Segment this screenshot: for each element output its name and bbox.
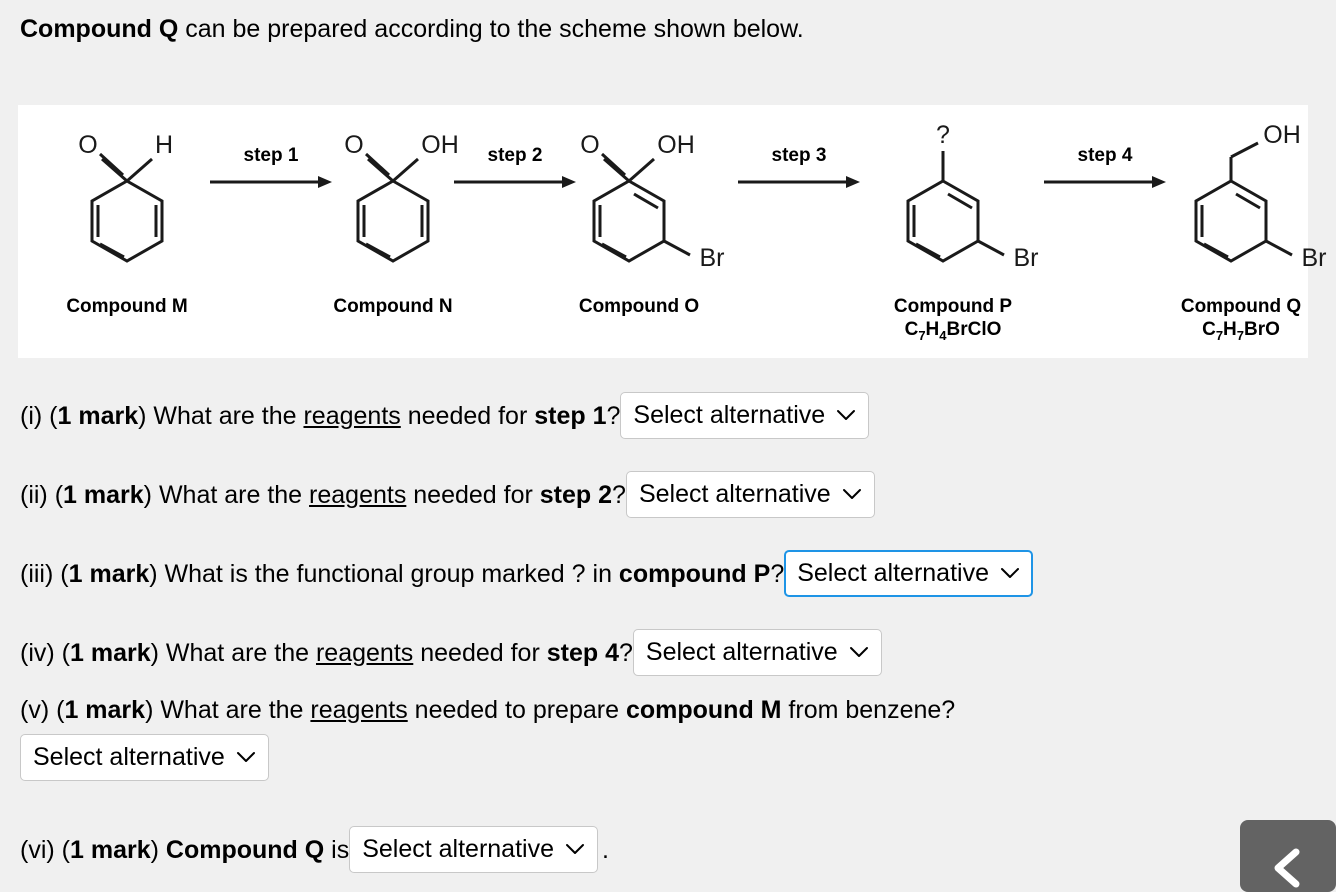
bold-reference: step 1: [534, 401, 607, 430]
select-value: Select alternative: [633, 401, 826, 429]
compound-label: Compound O: [578, 296, 700, 317]
select-alternative-v[interactable]: Select alternative: [20, 734, 269, 781]
question-v: (v) (1 mark) What are the reagents neede…: [20, 695, 955, 781]
bold-reference: step 2: [539, 480, 613, 509]
question-marks: 1 mark: [70, 638, 151, 667]
bold-reference: Compound Q: [165, 835, 325, 864]
atom-label-bromine: Br: [1302, 244, 1327, 272]
question-text: (iii) (1 mark) What is the functional gr…: [20, 559, 785, 588]
step-2: step 2: [450, 145, 580, 195]
question-number: (iv): [20, 638, 55, 667]
question-number: (ii): [20, 480, 48, 509]
question-text: (iv) (1 mark) What are the reagents need…: [20, 638, 633, 667]
prompt-bold-lead: Compound Q: [20, 15, 179, 43]
compound-N: O OH Compound N: [298, 113, 488, 318]
select-value: Select alternative: [362, 835, 554, 863]
structure-unknown-marked: ? Br: [906, 121, 1039, 272]
step-label: step 3: [771, 145, 827, 166]
step-label: step 4: [1077, 145, 1133, 166]
question-marks: 1 mark: [57, 401, 139, 430]
structure-benzaldehyde: O H: [78, 131, 173, 263]
structure-benzoic-acid: O OH: [344, 131, 459, 263]
question-marks: 1 mark: [63, 480, 144, 509]
question-number: (i): [20, 401, 43, 430]
page-title: Compound Q can be prepared according to …: [20, 14, 804, 44]
select-value: Select alternative: [797, 559, 989, 587]
chevron-left-icon: [1274, 848, 1300, 888]
arrow-right-icon: [1044, 176, 1166, 188]
chevron-down-icon: [1000, 567, 1020, 580]
question-i: (i) (1 mark) What are the reagents neede…: [20, 392, 870, 439]
question-iii: (iii) (1 mark) What is the functional gr…: [20, 550, 1033, 597]
prompt-rest: can be prepared according to the scheme …: [178, 15, 804, 43]
atom-label-bromine: Br: [700, 244, 725, 272]
atom-label-oxygen: O: [344, 131, 363, 159]
compound-label: Compound P: [893, 296, 1013, 317]
compound-label: Compound M: [66, 296, 188, 317]
select-alternative-i[interactable]: Select alternative: [620, 392, 870, 439]
underlined-term: reagents: [310, 696, 408, 724]
atom-label-hydroxyl: OH: [421, 131, 459, 159]
question-text: (i) (1 mark) What are the reagents neede…: [20, 401, 621, 430]
reaction-scheme-image: O H Compound M step 1: [18, 105, 1327, 358]
underlined-term: reagents: [303, 401, 401, 430]
compound-label: Compound Q: [1180, 296, 1302, 317]
underlined-term: reagents: [309, 480, 407, 509]
arrow-right-icon: [738, 176, 860, 188]
select-alternative-iv[interactable]: Select alternative: [632, 629, 882, 676]
underlined-term: reagents: [315, 638, 414, 667]
compound-formula: C7H4BrClO: [904, 319, 1002, 343]
back-navigation-button[interactable]: [1240, 820, 1336, 892]
chevron-down-icon: [842, 488, 862, 501]
structure-3-bromobenzyl-alcohol: OH Br: [1194, 121, 1327, 272]
question-text: (ii) (1 mark) What are the reagents need…: [20, 480, 626, 509]
question-number: (iii): [20, 559, 54, 588]
atom-label-hydrogen: H: [155, 131, 173, 159]
compound-label: Compound N: [333, 296, 453, 317]
step-label: step 1: [243, 145, 299, 166]
arrow-right-icon: [210, 176, 332, 188]
select-alternative-iii[interactable]: Select alternative: [784, 550, 1033, 597]
compound-P: ? Br Compound P C7H4BrClO: [848, 113, 1058, 347]
bold-reference: compound P: [618, 559, 771, 588]
question-number: (vi): [20, 835, 55, 864]
chevron-down-icon: [565, 843, 585, 856]
atom-label-oxygen: O: [580, 131, 599, 159]
atom-label-question: ?: [936, 121, 950, 149]
compound-M: O H Compound M: [32, 113, 222, 318]
compound-formula: C7H7BrO: [1202, 319, 1280, 343]
question-number: (v): [20, 696, 50, 724]
step-3: step 3: [734, 145, 864, 195]
question-marks: 1 mark: [68, 559, 150, 588]
question-marks: 1 mark: [64, 696, 146, 724]
bold-reference: compound M: [625, 696, 782, 724]
step-1: step 1: [206, 145, 336, 195]
select-value: Select alternative: [638, 480, 831, 508]
structure-3-bromobenzoic-acid: O OH Br: [580, 131, 725, 272]
question-vi: (vi) (1 mark) Compound Q is Select alter…: [20, 826, 609, 873]
chevron-down-icon: [236, 751, 256, 764]
question-marks: 1 mark: [70, 835, 151, 864]
question-trailing-punctuation: .: [602, 835, 609, 864]
question-text: (v) (1 mark) What are the reagents neede…: [20, 696, 956, 724]
select-value: Select alternative: [645, 638, 838, 666]
bold-reference: step 4: [546, 638, 619, 667]
question-ii: (ii) (1 mark) What are the reagents need…: [20, 471, 875, 518]
chevron-down-icon: [849, 646, 869, 659]
atom-label-bromine: Br: [1014, 244, 1039, 272]
step-4: step 4: [1040, 145, 1170, 195]
select-alternative-vi[interactable]: Select alternative: [349, 826, 598, 873]
select-value: Select alternative: [33, 743, 225, 771]
arrow-right-icon: [454, 176, 576, 188]
question-iv: (iv) (1 mark) What are the reagents need…: [20, 629, 882, 676]
atom-label-hydroxyl: OH: [657, 131, 695, 159]
question-text: (vi) (1 mark) Compound Q is: [20, 835, 350, 864]
atom-label-hydroxyl: OH: [1263, 121, 1301, 149]
atom-label-oxygen: O: [78, 131, 97, 159]
compound-Q: OH Br Compound Q C7H7BrO: [1136, 113, 1336, 347]
chevron-down-icon: [836, 409, 856, 422]
select-alternative-ii[interactable]: Select alternative: [625, 471, 875, 518]
step-label: step 2: [487, 145, 543, 166]
compound-O: O OH Br Compound O: [534, 113, 744, 318]
